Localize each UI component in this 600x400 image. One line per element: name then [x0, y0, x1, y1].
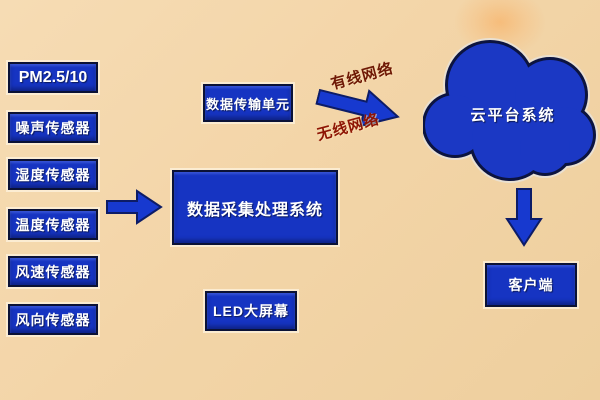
node-led-screen: LED大屏幕 [205, 291, 297, 331]
sensor-label: PM2.5/10 [18, 68, 88, 86]
sensor-box-pm25: PM2.5/10 [8, 62, 98, 93]
cloud-shape-icon [423, 38, 598, 183]
node-cloud-platform: 云平台系统 [470, 107, 556, 124]
sensor-label: 湿度传感器 [15, 166, 91, 183]
node-client: 客户端 [485, 263, 577, 307]
sensor-label: 风向传感器 [15, 311, 91, 328]
arrow-right-icon [106, 189, 163, 225]
node-processing-system: 数据采集处理系统 [172, 170, 338, 245]
sensor-label: 风速传感器 [15, 263, 91, 280]
node-label: LED大屏幕 [213, 303, 289, 319]
arrow-to-cloud-icon [315, 88, 400, 128]
arrow-down-icon [505, 188, 543, 247]
node-label: 数据采集处理系统 [186, 201, 323, 219]
sensor-box-noise: 噪声传感器 [8, 112, 98, 143]
node-label: 客户端 [508, 277, 554, 293]
sensor-box-humidity: 湿度传感器 [8, 159, 98, 190]
node-transmission-unit: 数据传输单元 [203, 84, 293, 122]
sensor-label: 温度传感器 [15, 216, 91, 233]
sensor-box-temperature: 温度传感器 [8, 209, 98, 240]
sensor-box-wind-speed: 风速传感器 [8, 256, 98, 287]
sensor-box-wind-direction: 风向传感器 [8, 304, 98, 335]
sensor-label: 噪声传感器 [15, 119, 91, 136]
node-label: 数据传输单元 [205, 96, 290, 112]
